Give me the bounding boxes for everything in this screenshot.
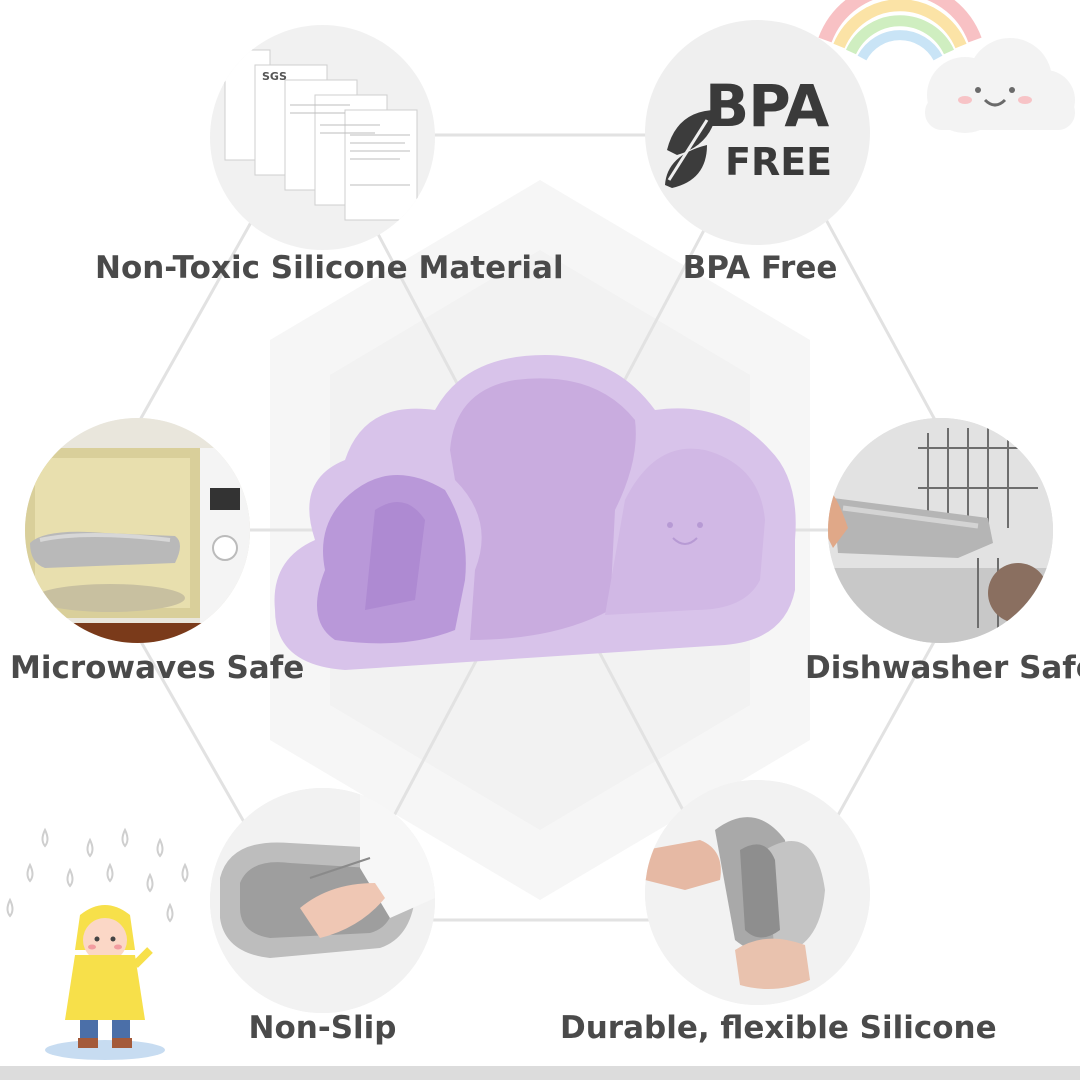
sgs-stamp: SGS [262,70,287,83]
caption-microwave-safe: Microwaves Safe [10,650,305,686]
test-report-image [224,49,418,221]
microwave-image [25,418,250,643]
dishwasher-image [828,418,1053,643]
raindrop-icon [6,827,189,923]
bpa-badge-line2: FREE [725,140,833,184]
microwave-circle [25,418,250,643]
child-raincoat-icon [45,905,165,1060]
non-slip-circle [210,788,435,1013]
cloud-plate-image [274,355,796,670]
caption-bpa-free: BPA Free [682,250,838,286]
flexible-circle [645,780,870,1005]
flexible-image [645,780,870,1005]
test-report-circle: SGS [210,25,435,250]
footer-bar [0,1066,1080,1080]
rainbow-cloud-icon [818,0,1075,133]
caption-non-toxic: Non-Toxic Silicone Material [95,250,564,286]
non-slip-image [210,788,435,1013]
caption-non-slip: Non-Slip [248,1010,397,1046]
leaf-icon [665,110,717,188]
caption-dishwasher-safe: Dishwasher Safe [805,650,1080,686]
bpa-badge-line1: BPA [705,72,829,140]
dishwasher-circle [828,418,1053,643]
bpa-free-circle: BPA FREE [645,20,870,245]
caption-durable-flexible: Durable, flexible Silicone [560,1010,997,1046]
